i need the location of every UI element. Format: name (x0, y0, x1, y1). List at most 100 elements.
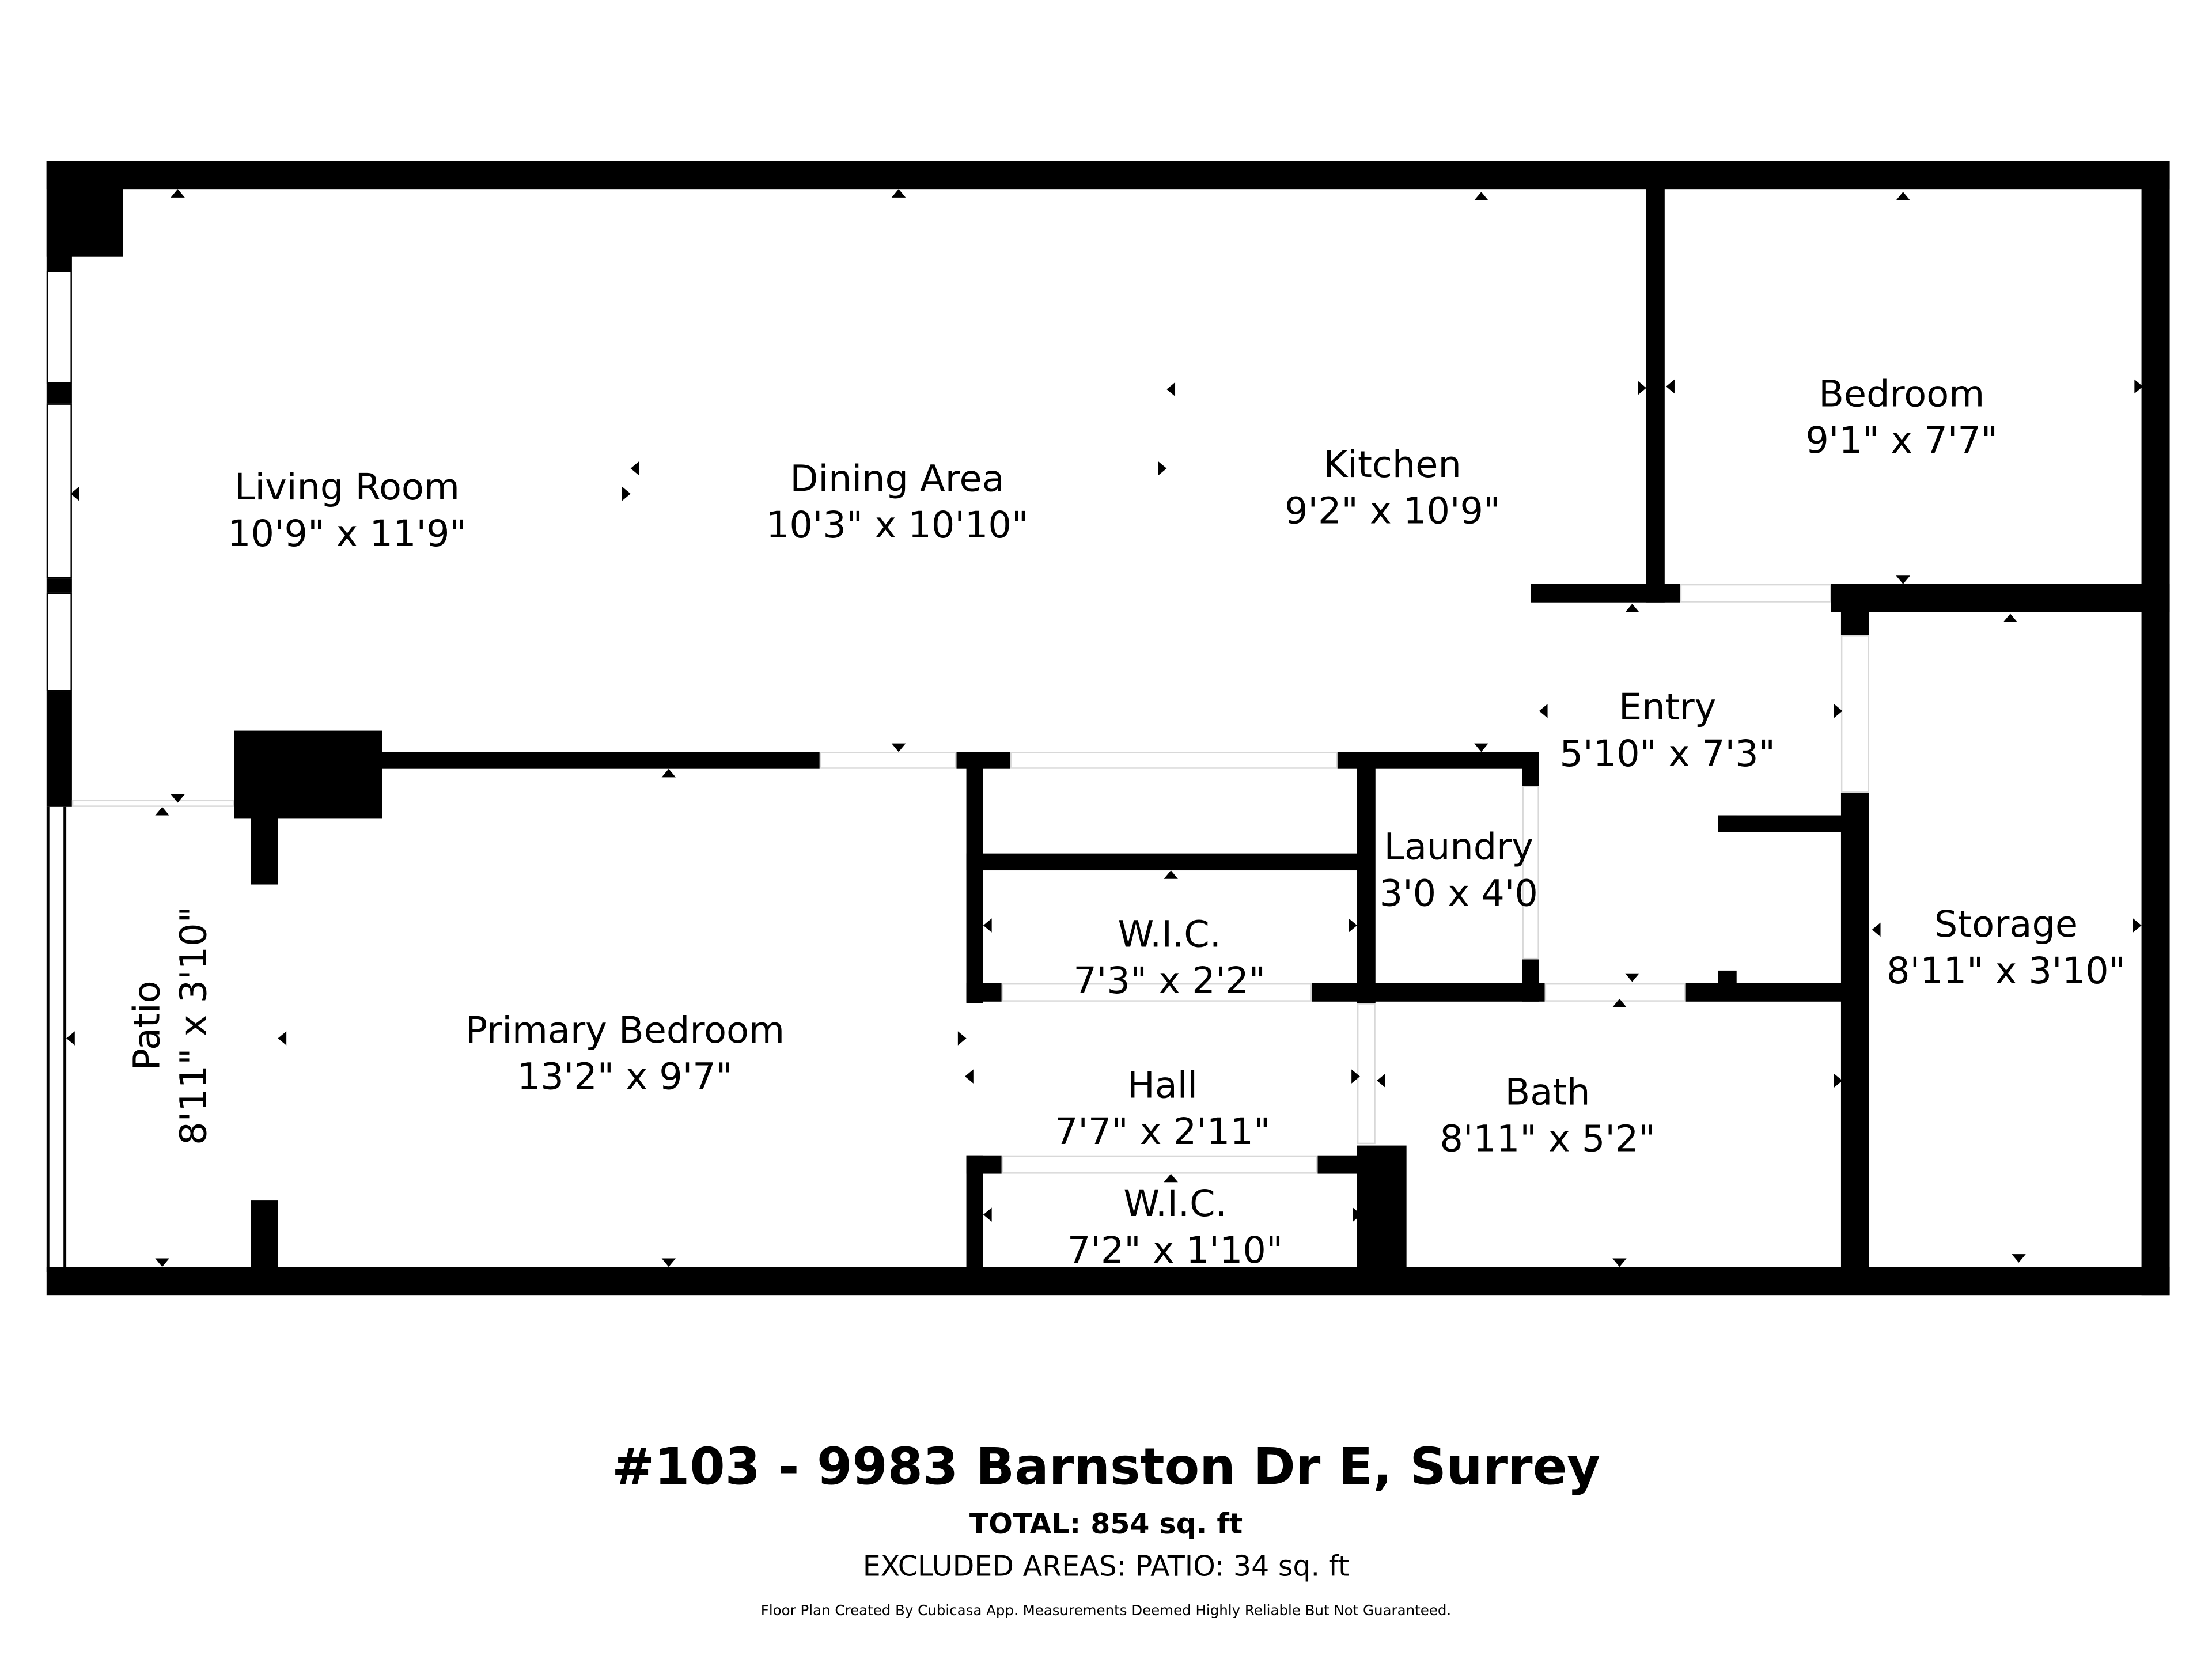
marker-icon (630, 461, 639, 476)
marker-icon (2012, 1254, 2026, 1263)
wall-laundry-left (1357, 752, 1376, 1003)
total-area: TOTAL: 854 sq. ft (969, 1506, 1243, 1541)
room-dims: 10'3" x 10'10" (766, 505, 1029, 548)
marker-icon (1474, 743, 1488, 752)
marker-icon (1166, 382, 1176, 397)
room-kitchen: Kitchen 9'2" x 10'9" (1285, 443, 1500, 536)
window-1 (46, 271, 72, 384)
marker-icon (171, 189, 185, 198)
room-name: Bath (1505, 1072, 1590, 1115)
marker-icon (1539, 704, 1548, 718)
room-name: Laundry (1384, 827, 1534, 869)
laundry-door (1522, 786, 1539, 960)
room-name: Kitchen (1323, 444, 1461, 487)
wall-entry-top-left (1531, 584, 1680, 603)
room-name: Living Room (234, 467, 460, 510)
room-primary-bedroom: Primary Bedroom 13'2" x 9'7" (465, 1009, 785, 1102)
storage-door (1840, 635, 1869, 793)
marker-icon (983, 918, 992, 933)
room-name: Primary Bedroom (465, 1010, 785, 1052)
marker-icon (1625, 604, 1639, 612)
wall-patio-primary-lower (251, 1200, 278, 1271)
excluded-areas: EXCLUDED AREAS: PATIO: 34 sq. ft (862, 1549, 1350, 1583)
wall-bedroom-bottom (1831, 584, 2170, 612)
room-dims: 9'2" x 10'9" (1285, 491, 1501, 533)
wall-entry-left-post (1522, 752, 1539, 769)
room-dims: 7'7" x 2'11" (1054, 1111, 1271, 1154)
marker-icon (1666, 379, 1675, 394)
outer-wall-bottom (46, 1267, 2170, 1296)
dining-opening (819, 752, 957, 769)
column-block (234, 730, 382, 819)
marker-icon (155, 806, 169, 816)
room-living-room: Living Room 10'9" x 11'9" (228, 465, 467, 559)
marker-icon (1612, 998, 1627, 1007)
marker-icon (1158, 461, 1167, 476)
marker-icon (1377, 1073, 1385, 1088)
room-dims: 3'0 x 4'0 (1379, 873, 1538, 916)
room-dims: 10'9" x 11'9" (228, 513, 467, 556)
room-dining-area: Dining Area 10'3" x 10'10" (766, 457, 1028, 550)
room-patio: Patio 8'11" x 3'10" (126, 906, 219, 1145)
marker-icon (171, 794, 185, 803)
room-dims: 9'1" x 7'7" (1805, 420, 1998, 463)
wall-wic-mid (966, 853, 1369, 871)
room-dims: 8'11" x 5'2" (1440, 1119, 1656, 1161)
patio-door (71, 800, 234, 807)
marker-icon (1351, 1069, 1360, 1084)
wic2-door (1001, 1155, 1318, 1174)
room-name: Dining Area (790, 458, 1005, 501)
room-name: W.I.C. (1118, 914, 1222, 957)
marker-icon (70, 486, 79, 501)
room-hall: Hall 7'7" x 2'11" (1055, 1064, 1270, 1157)
room-wic-upper: W.I.C. 7'3" x 2'2" (1073, 913, 1266, 1006)
patio-railing-outer (46, 806, 50, 1272)
room-name: Patio (127, 980, 169, 1071)
marker-icon (1872, 922, 1881, 937)
window-2 (46, 403, 72, 579)
wall-wic-bottom-left (966, 983, 1002, 1002)
patio-railing-inner (63, 806, 67, 1272)
wall-bath-left-column (1357, 1145, 1407, 1272)
marker-icon (1164, 1173, 1178, 1183)
room-dims: 7'3" x 2'2" (1073, 960, 1266, 1003)
marker-icon (891, 189, 906, 198)
room-bath: Bath 8'11" x 5'2" (1440, 1071, 1655, 1164)
marker-icon (661, 1258, 676, 1267)
wall-entry-storage (1840, 793, 1869, 1272)
marker-icon (983, 1207, 992, 1222)
marker-icon (957, 1031, 967, 1046)
corner-column (46, 161, 123, 257)
marker-icon (66, 1031, 75, 1046)
wic-top-opening (1010, 752, 1338, 769)
marker-icon (278, 1031, 287, 1046)
room-name: Entry (1618, 687, 1717, 730)
wall-living-primary (382, 752, 820, 769)
wall-patio-primary-upper (251, 806, 278, 885)
disclaimer: Floor Plan Created By Cubicasa App. Meas… (760, 1604, 1452, 1620)
wall-entry-closet-post (1718, 970, 1737, 988)
room-name: Storage (1934, 904, 2078, 947)
bedroom-door (1680, 584, 1831, 603)
window-3 (46, 592, 72, 692)
marker-icon (155, 1258, 169, 1267)
marker-icon (1638, 381, 1646, 395)
room-wic-lower: W.I.C. 7'2" x 1'10" (1067, 1182, 1283, 1275)
room-bedroom: Bedroom 9'1" x 7'7" (1805, 373, 1998, 466)
marker-icon (1625, 973, 1639, 982)
wall-wic2-left (966, 1155, 983, 1271)
marker-icon (965, 1069, 974, 1084)
wall-kitchen-bedroom (1646, 161, 1665, 603)
marker-icon (1834, 704, 1843, 718)
room-name: Bedroom (1819, 373, 1985, 416)
wall-entry-closet-stub (1718, 815, 1737, 832)
wall-wic-top-left (956, 752, 1010, 769)
room-dims: 8'11" x 3'10" (173, 906, 216, 1145)
room-dims: 7'2" x 1'10" (1067, 1230, 1283, 1272)
room-dims: 5'10" x 7'3" (1559, 733, 1775, 776)
marker-icon (891, 743, 906, 752)
marker-icon (661, 768, 676, 778)
marker-icon (2003, 613, 2018, 623)
room-laundry: Laundry 3'0 x 4'0 (1380, 825, 1538, 919)
